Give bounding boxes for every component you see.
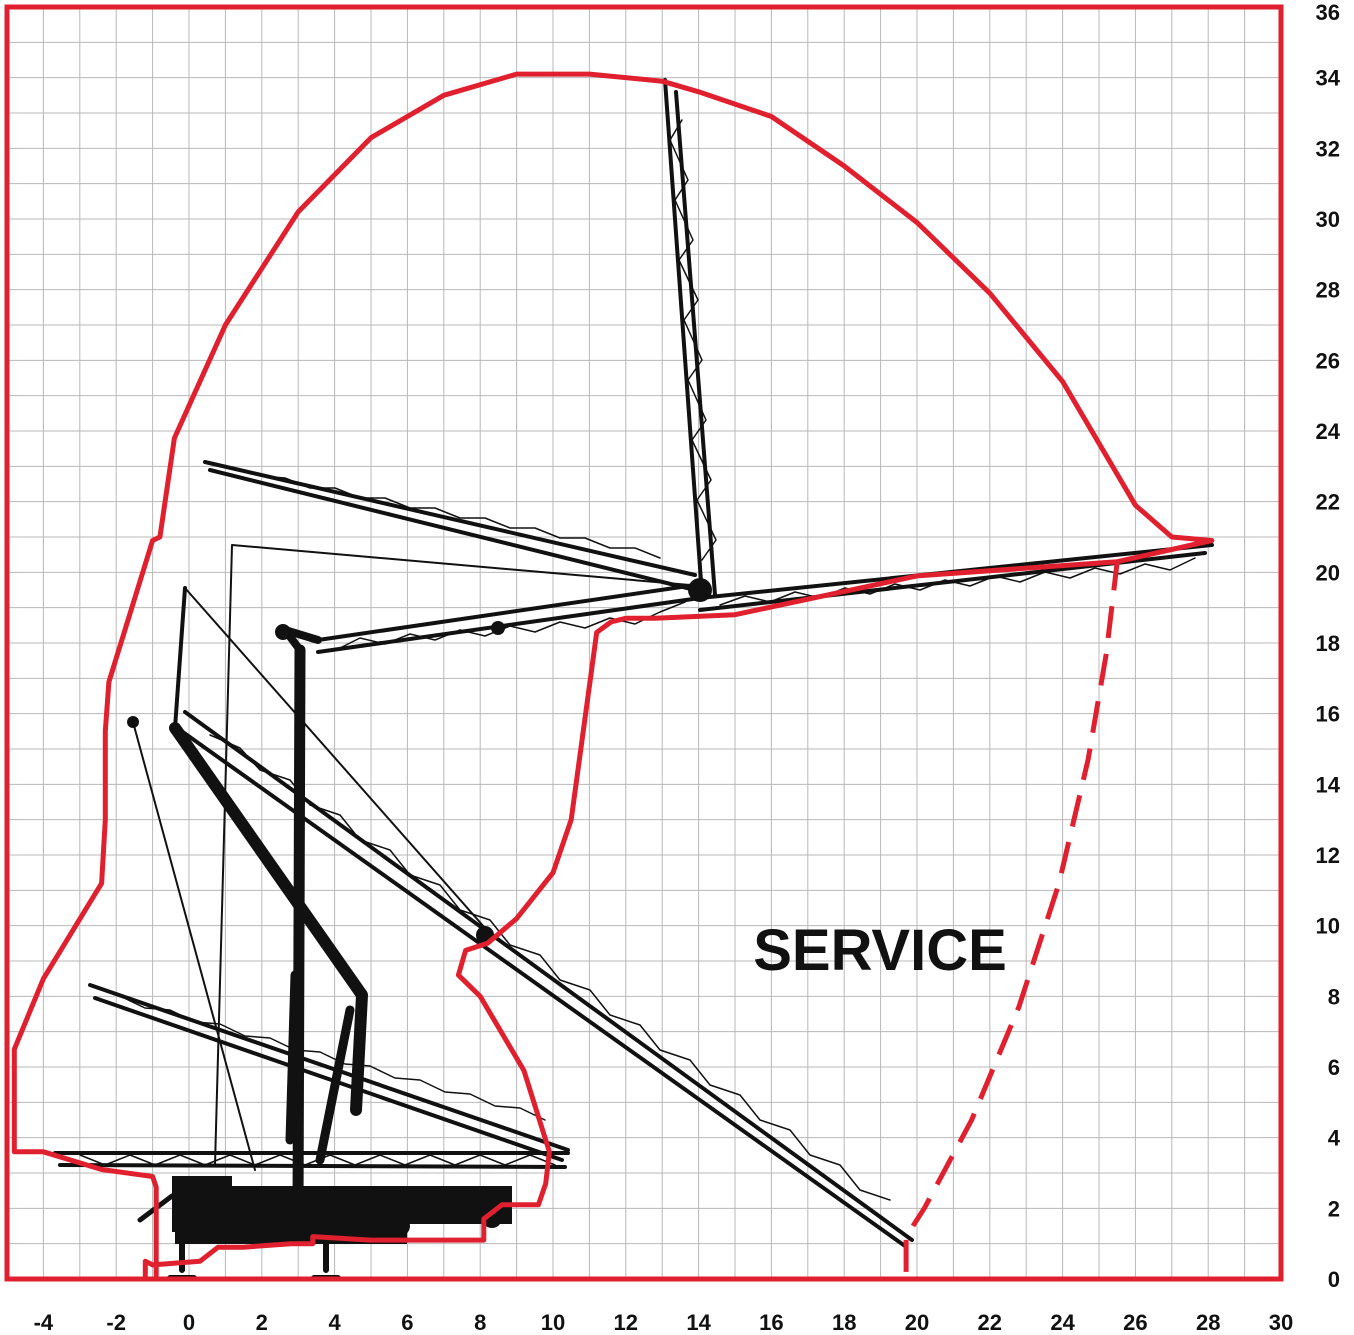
- jib-diagonal: [132, 587, 914, 1248]
- grid: [6, 6, 1282, 1280]
- service-label: SERVICE: [753, 918, 1007, 983]
- x-tick-label: 30: [1269, 1310, 1293, 1335]
- jib-lower-lattice: [88, 983, 570, 1162]
- y-tick-label: 12: [1316, 843, 1340, 868]
- envelope-outline: [11, 71, 1215, 1278]
- y-tick-label: 34: [1316, 66, 1341, 91]
- x-tick-label: 0: [183, 1310, 195, 1335]
- jib-high-angle-web: [669, 119, 717, 561]
- x-tick-label: 4: [328, 1310, 341, 1335]
- x-tick-label: 24: [1050, 1310, 1075, 1335]
- x-tick-label: 20: [905, 1310, 929, 1335]
- x-tick-label: 2: [256, 1310, 268, 1335]
- jib-upper-web: [339, 601, 686, 649]
- tower-mast: [292, 644, 306, 1218]
- y-tick-label: 6: [1328, 1055, 1340, 1080]
- x-tick-label: -2: [106, 1310, 126, 1335]
- jib-lower-web: [119, 995, 546, 1121]
- tower-pivot-arm: [169, 722, 368, 1116]
- main-tower: [127, 586, 368, 1218]
- jib-transport: [53, 1151, 570, 1169]
- y-tick-label: 14: [1316, 772, 1341, 797]
- tower-luffing-ram: [285, 970, 355, 1165]
- y-tick-label: 36: [1316, 0, 1340, 25]
- jib-lower: [88, 983, 570, 1162]
- jib-raised-web: [259, 475, 661, 559]
- x-tick-label: 22: [978, 1310, 1002, 1335]
- carrier-rear-frame: [137, 1193, 233, 1223]
- y-tick-label: 32: [1316, 136, 1340, 161]
- jib-raised-lattice: [203, 460, 697, 592]
- x-tick-label: -4: [34, 1310, 54, 1335]
- jib-diagonal-web: [209, 734, 891, 1201]
- jib-raised: [203, 460, 697, 592]
- x-tick-label: 12: [614, 1310, 638, 1335]
- crane-silhouettes: [53, 78, 1214, 1281]
- jib-transport-lattice: [53, 1151, 570, 1169]
- y-tick-label: 8: [1328, 984, 1340, 1009]
- jib-high-angle-lattice: [663, 78, 717, 597]
- x-tick-label: 16: [759, 1310, 783, 1335]
- y-tick-label: 30: [1316, 207, 1340, 232]
- x-tick-label: 10: [541, 1310, 565, 1335]
- x-tick-label: 18: [832, 1310, 856, 1335]
- y-tick-label: 22: [1316, 490, 1340, 515]
- carrier-wheel: [390, 1216, 410, 1236]
- x-tick-label: 8: [474, 1310, 486, 1335]
- envelope-dashed-line: [903, 561, 1120, 1272]
- carrier-wheel: [482, 1208, 502, 1228]
- jib-diagonal-tie-rope: [132, 587, 486, 1171]
- jib-upper-sheave: [491, 621, 505, 635]
- y-tick-label: 4: [1328, 1126, 1341, 1151]
- y-tick-label: 20: [1316, 560, 1340, 585]
- jib-assembled-upper: [214, 544, 702, 1166]
- y-tick-label: 16: [1316, 702, 1340, 727]
- y-tick-label: 2: [1328, 1196, 1340, 1221]
- y-tick-label: 24: [1316, 419, 1341, 444]
- jib-transport-web: [79, 1154, 556, 1166]
- plot-frame: [4, 4, 1284, 1282]
- y-tick-label: 18: [1316, 631, 1340, 656]
- jib-upper-tie-rope: [214, 544, 691, 1166]
- x-tick-label: 28: [1196, 1310, 1220, 1335]
- y-tick-label: 26: [1316, 348, 1340, 373]
- x-tick-label: 6: [401, 1310, 413, 1335]
- x-tick-label: 14: [686, 1310, 711, 1335]
- working-range-envelope: [11, 71, 1215, 1278]
- tower-head-sheave: [275, 624, 291, 640]
- x-tick-label: 26: [1123, 1310, 1147, 1335]
- y-tick-label: 10: [1316, 914, 1340, 939]
- y-tick-label: 0: [1328, 1267, 1340, 1292]
- tower-strut-left: [173, 586, 187, 730]
- y-tick-label: 28: [1316, 278, 1340, 303]
